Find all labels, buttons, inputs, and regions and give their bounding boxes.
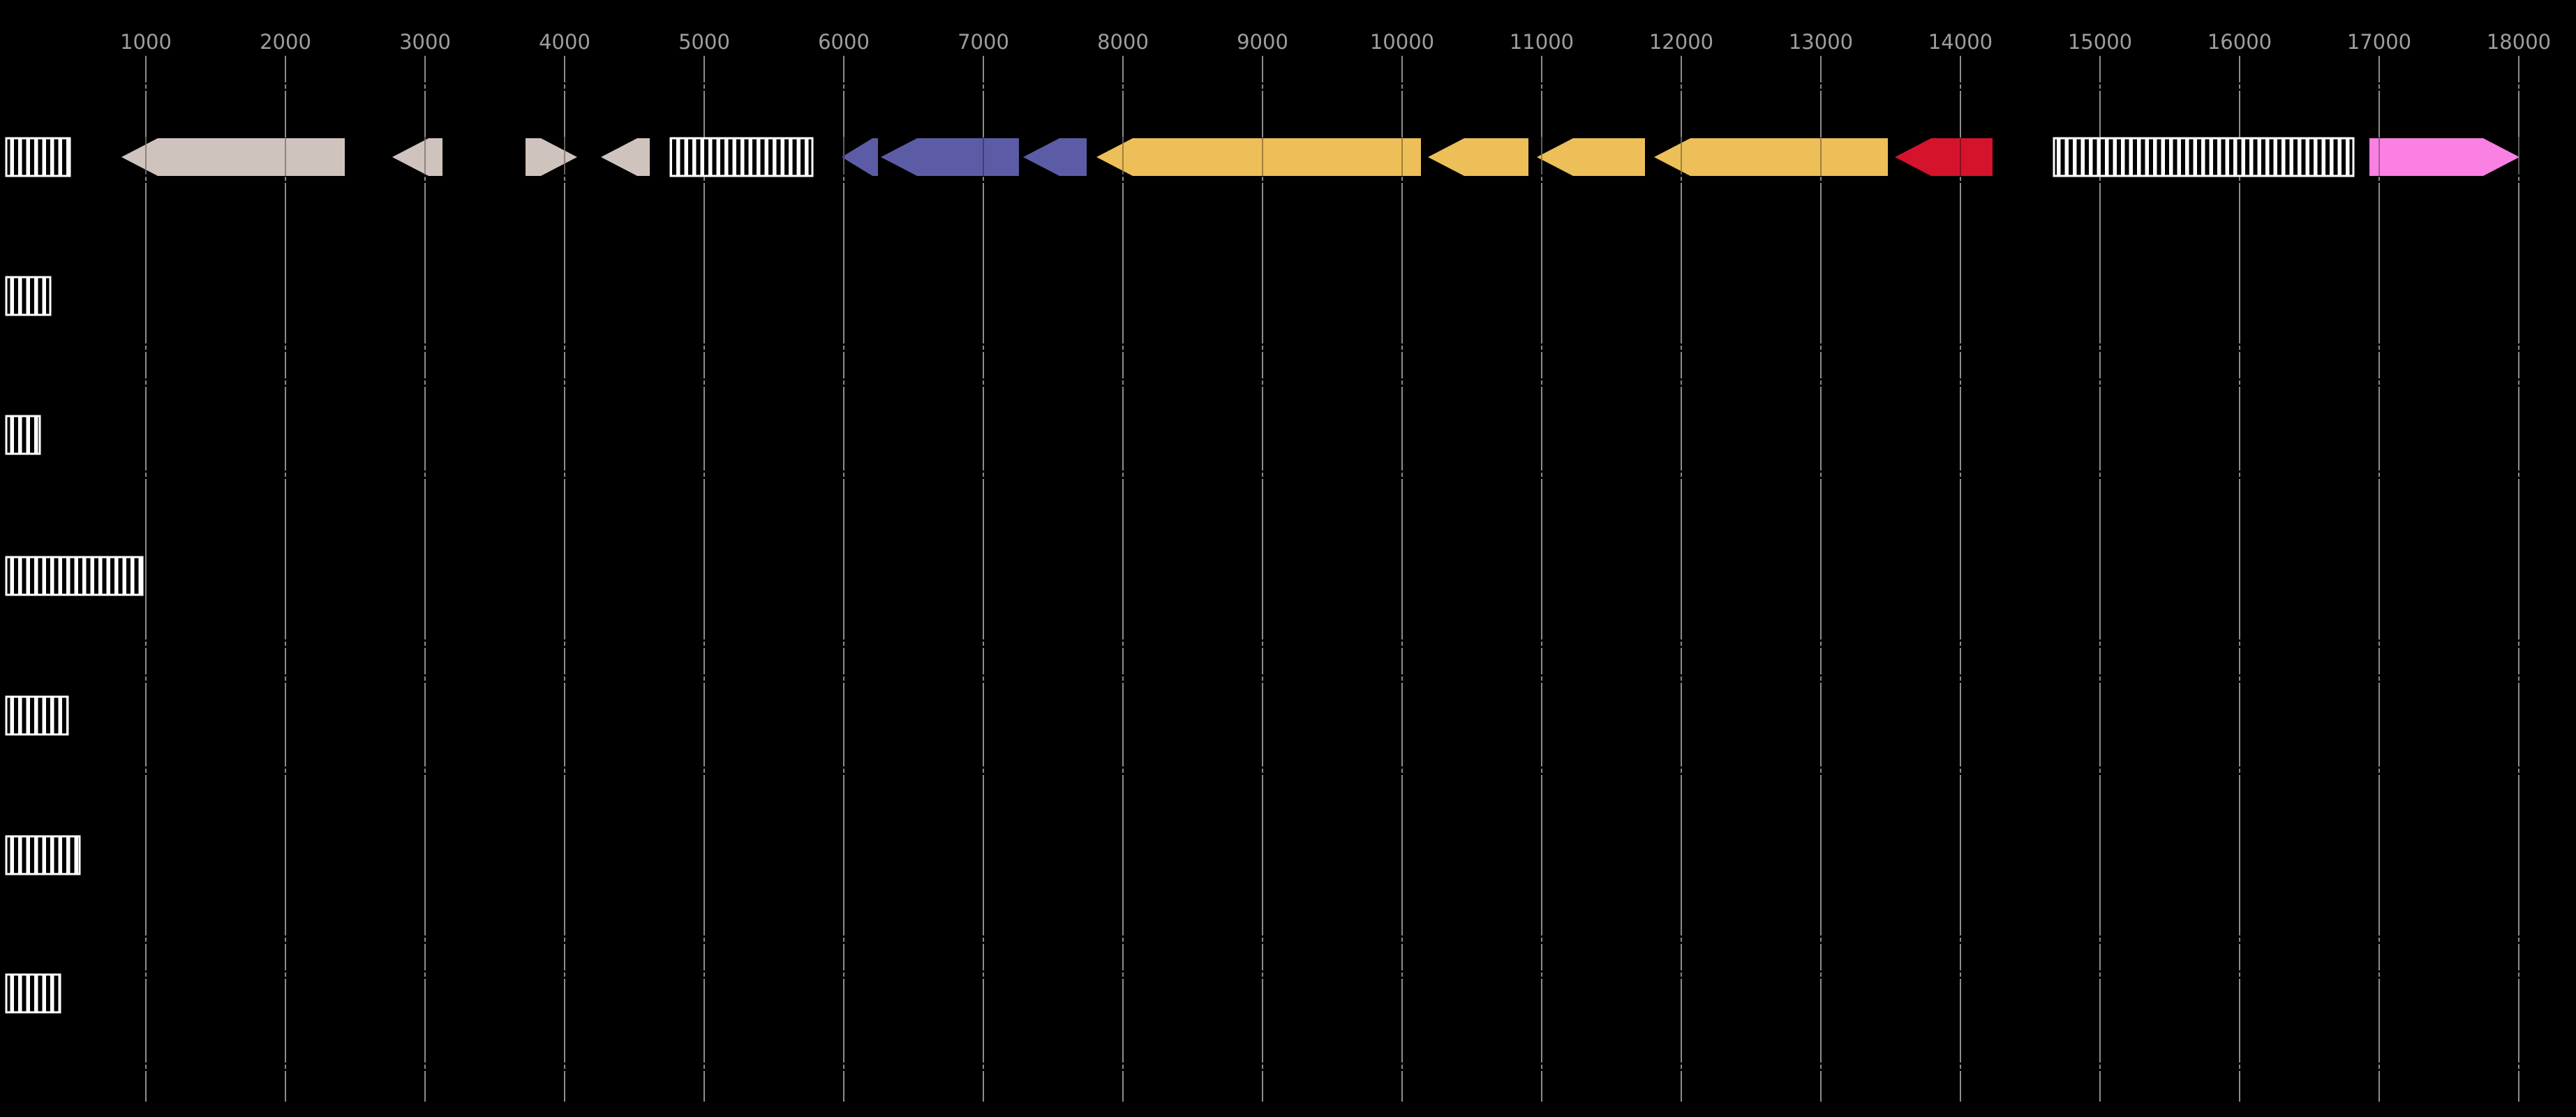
- axis-tick-label: 18000: [2487, 30, 2551, 54]
- axis-tick-labels: 1000 2000 3000 4000 5000 6000 7000 8000 9000 1000…: [120, 30, 2551, 54]
- gene-arrow-gold: [1537, 138, 1645, 176]
- hatched-box: [5, 137, 71, 177]
- hatched-box: [5, 415, 41, 455]
- hatched-box: [5, 276, 52, 316]
- gene-arrow-tan: [121, 138, 345, 176]
- hatched-box-layer: [5, 137, 2355, 1014]
- gene-arrow-blue: [881, 138, 1019, 176]
- gene-arrow-gold: [1428, 138, 1528, 176]
- axis-tick-label: 3000: [399, 30, 451, 54]
- axis-tick-label: 6000: [818, 30, 870, 54]
- gene-arrow-pink: [2369, 138, 2519, 176]
- axis-tick-label: 12000: [1649, 30, 1713, 54]
- axis-tick-label: 13000: [1789, 30, 1853, 54]
- axis-tick-label: 8000: [1097, 30, 1149, 54]
- axis-tick-label: 11000: [1510, 30, 1574, 54]
- axis-tick-label: 16000: [2208, 30, 2272, 54]
- hatched-box: [2053, 137, 2355, 177]
- axis-tick-label: 2000: [260, 30, 311, 54]
- axis-tick-label: 14000: [1928, 30, 1993, 54]
- axis-tick-label: 10000: [1370, 30, 1434, 54]
- gridline-overlay-layer: [145, 137, 2519, 177]
- gene-arrow-red: [1895, 138, 1993, 176]
- gene-arrow-gold: [1096, 138, 1421, 176]
- gene-arrow-blue: [842, 138, 878, 176]
- gene-arrow-blue: [1023, 138, 1087, 176]
- axis-tick-label: 4000: [539, 30, 590, 54]
- axis-tick-label: 15000: [2068, 30, 2132, 54]
- hatched-box: [5, 973, 61, 1014]
- axis-tick-label: 1000: [120, 30, 172, 54]
- axis-tick-label: 17000: [2347, 30, 2411, 54]
- hatched-box: [5, 835, 81, 875]
- hatched-box: [669, 137, 814, 177]
- gene-arrow-gold: [1654, 138, 1888, 176]
- axis-tick-label: 7000: [958, 30, 1009, 54]
- hatched-box: [5, 695, 69, 736]
- hatched-box: [5, 556, 144, 596]
- axis-tick-label: 5000: [678, 30, 730, 54]
- gene-arrow-layer: [121, 138, 2519, 176]
- gene-arrow-tan: [392, 138, 442, 176]
- gene-arrow-tan: [526, 138, 577, 176]
- gridline-layer: [145, 56, 2519, 1102]
- axis-tick-label: 9000: [1237, 30, 1288, 54]
- gene-arrow-tan: [601, 138, 650, 176]
